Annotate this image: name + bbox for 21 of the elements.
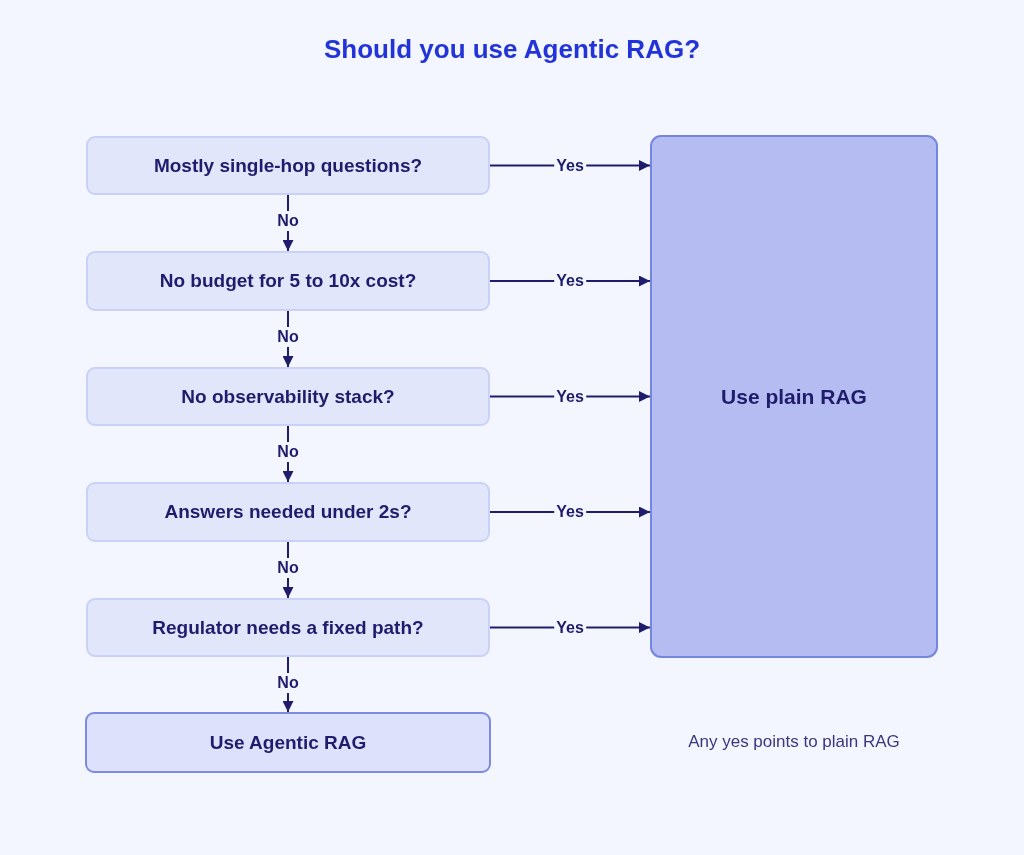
result-text: Use plain RAG: [720, 384, 868, 409]
question-text: Mostly single-hop questions?: [152, 154, 424, 177]
result-box: [650, 135, 938, 658]
question-text: No budget for 5 to 10x cost?: [158, 270, 418, 292]
edge-label: No: [275, 672, 301, 693]
decision-box: [86, 136, 490, 195]
title: Should you use Agentic RAG?: [322, 34, 702, 65]
decision-box: [86, 482, 490, 542]
edge-label: No: [275, 558, 301, 578]
edge-label: No: [275, 327, 301, 347]
decision-box: [86, 367, 490, 426]
decision-box: [86, 598, 490, 657]
result-box: [85, 712, 491, 773]
decision-box: [86, 251, 490, 311]
question-text: Regulator needs a fixed path?: [151, 616, 425, 639]
note-text: Any yes points to plain RAG: [688, 732, 900, 752]
question-text: Answers needed under 2s?: [163, 501, 413, 523]
question-text: No observability stack?: [180, 385, 396, 408]
result-text: Use Agentic RAG: [208, 731, 368, 754]
edge-label: No: [275, 442, 301, 462]
edge-label: No: [275, 211, 301, 231]
